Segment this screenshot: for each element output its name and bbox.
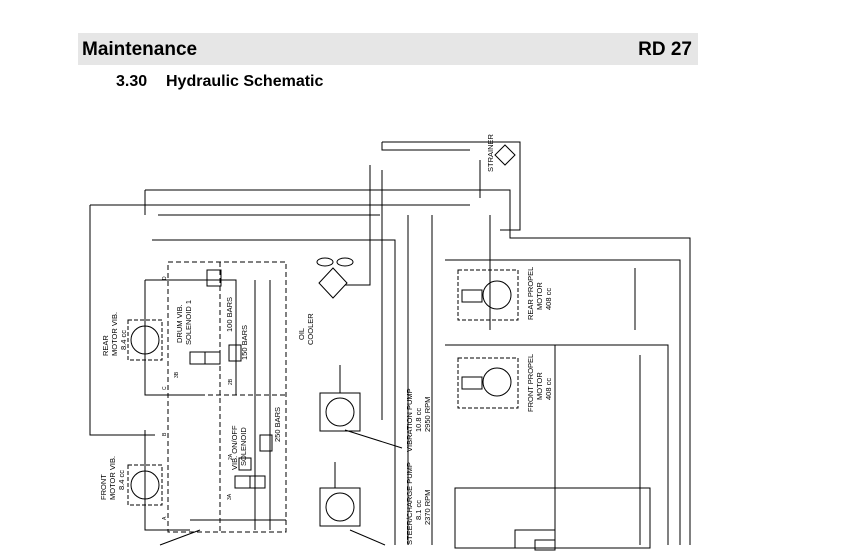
label-rear-propel-motor-1: REAR PROPEL [526, 267, 535, 320]
main-line [345, 165, 371, 286]
label-rear-propel-motor-3: 408 cc [544, 288, 553, 310]
label-oil-cooler-1: OIL [297, 328, 306, 340]
port-2b: 2B [228, 378, 234, 385]
relief-valve-250 [259, 434, 273, 452]
port-c: C [162, 386, 168, 390]
page-header: Maintenance RD 27 [78, 33, 698, 65]
label-steer-charge-pump-3: 2370 RPM [423, 490, 432, 525]
vibration-pump-symbol [325, 397, 355, 427]
label-vib-onoff-solenoid-1: VIB. ON/OFF [230, 425, 239, 470]
label-front-propel-motor-3: 408 cc [544, 378, 553, 400]
label-front-propel-motor-1: FRONT PROPEL [526, 354, 535, 412]
relief-valve-2a [238, 457, 252, 471]
label-rear-propel-motor-2: MOTOR [535, 282, 544, 310]
port-2a: 2A [228, 453, 234, 460]
port-b: B [162, 432, 168, 436]
valve-block-outline [167, 261, 287, 533]
relief-valve-100 [206, 269, 222, 287]
main-line [445, 259, 681, 545]
steer-charge-pump-symbol [325, 492, 355, 522]
label-relief-100: 100 BARS [225, 297, 234, 332]
port-3a: 3A [227, 493, 233, 500]
rear-propel-motor-symbol [482, 280, 512, 310]
label-vib-onoff-solenoid-2: SOLENOID [239, 427, 248, 466]
label-drum-vib-solenoid-2: SOLENOID 1 [184, 300, 193, 345]
label-front-motor-vib-2: MOTOR VIB. [108, 456, 117, 500]
label-front-propel-motor-2: MOTOR [535, 372, 544, 400]
header-code: RD 27 [638, 39, 692, 60]
label-rear-motor-vib-2: MOTOR VIB. [110, 312, 119, 356]
section-heading: 3.30 Hydraulic Schematic [116, 73, 323, 91]
label-relief-150: 150 BARS [240, 325, 249, 360]
front-motor-vib-symbol [130, 470, 160, 500]
label-vibration-pump-1: VIBRATION PUMP [405, 388, 414, 452]
port-d: D [162, 276, 168, 280]
label-rear-motor-vib-3: 8.4 cc [119, 330, 128, 350]
front-propel-motor-symbol [482, 367, 512, 397]
label-front-motor-vib-1: FRONT [99, 474, 108, 500]
label-oil-cooler-2: COOLER [306, 313, 315, 345]
return-line [381, 142, 470, 151]
label-steer-charge-pump-1: STEER/CHARGE PUMP [405, 462, 414, 545]
main-line [152, 239, 396, 545]
label-strainer: STRAINER [486, 133, 495, 172]
label-vibration-pump-2: 10.8 cc [414, 408, 423, 432]
label-vibration-pump-3: 2950 RPM [423, 397, 432, 432]
fan-icon [316, 257, 354, 267]
main-line [89, 205, 155, 436]
port-a: A [162, 516, 168, 520]
relief-valve-150 [228, 344, 242, 362]
label-relief-250: 250 BARS [273, 407, 282, 442]
main-line [145, 189, 691, 545]
label-front-motor-vib-3: 8.4 cc [117, 470, 126, 490]
main-line [445, 344, 669, 545]
return-line [382, 141, 521, 231]
label-rear-motor-vib-1: REAR [101, 335, 110, 356]
section-number: 3.30 [116, 73, 148, 90]
label-drum-vib-solenoid-1: DRUM VIB. [175, 304, 184, 343]
label-steer-charge-pump-2: 8.1 cc [414, 500, 423, 520]
section-title: Hydraulic Schematic [166, 73, 324, 90]
strainer-symbol [494, 144, 516, 166]
header-title: Maintenance [82, 39, 198, 60]
rear-motor-vib-symbol [130, 325, 160, 355]
port-3b: 3B [174, 371, 180, 378]
oil-cooler-symbol [318, 267, 348, 299]
